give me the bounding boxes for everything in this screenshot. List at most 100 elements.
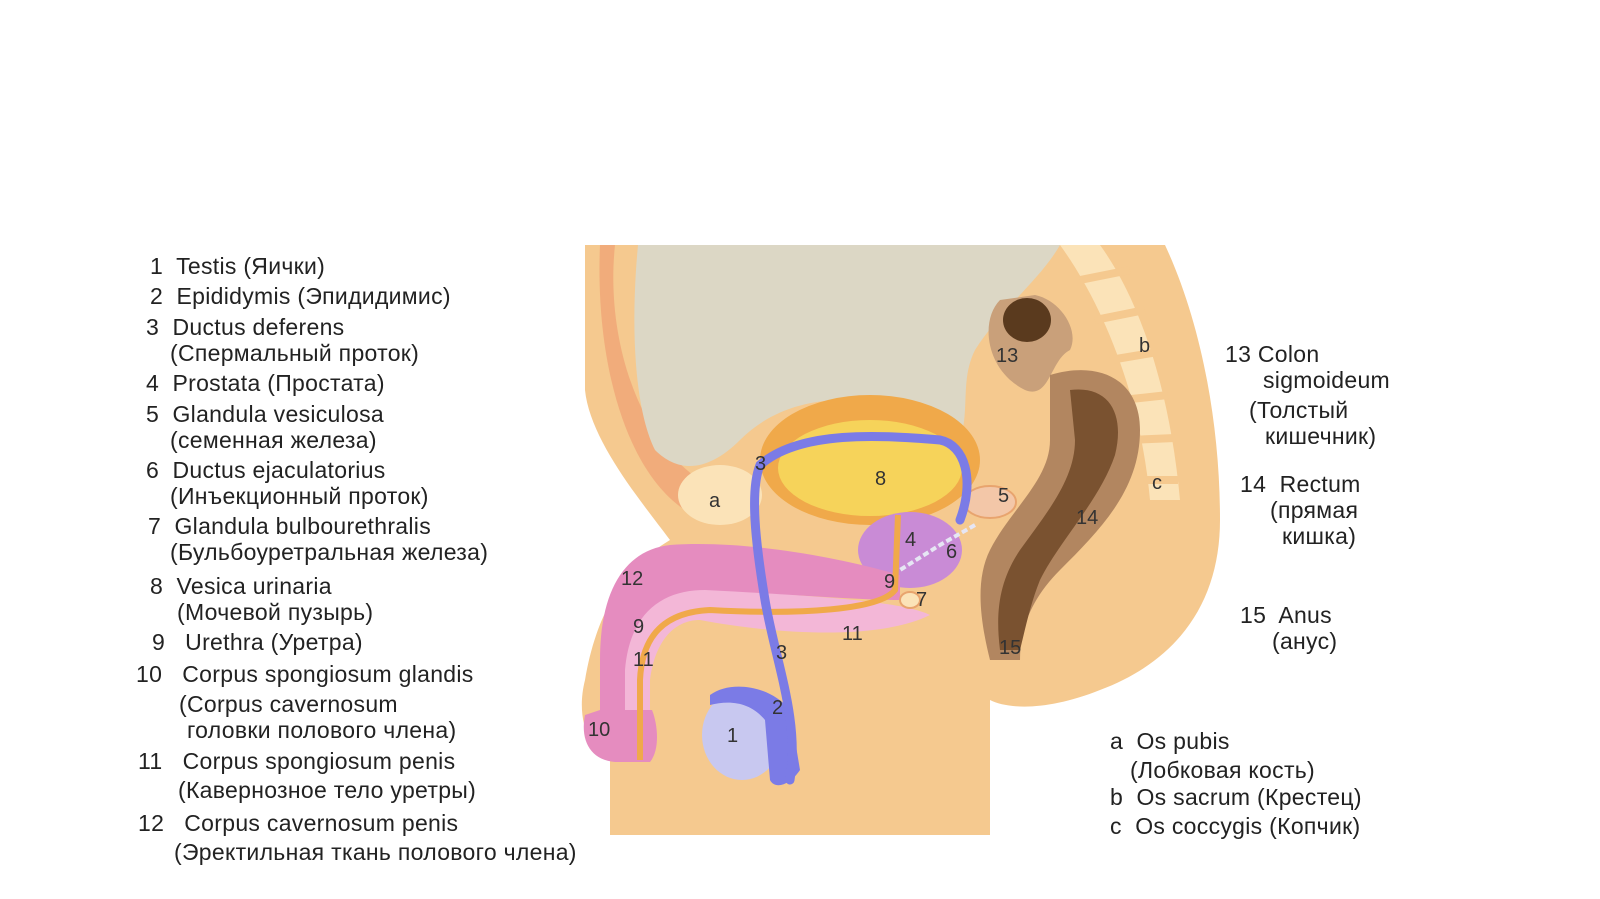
legend-num: 13 <box>1225 341 1252 367</box>
legend-item-12: 12 Corpus cavernosum penis (Эректильная … <box>138 810 577 865</box>
legend-text: Prostata (Простата) <box>172 370 385 396</box>
legend-num: 12 <box>138 810 165 836</box>
legend-item-8: 8 Vesica urinaria (Мочевой пузырь) <box>150 573 373 625</box>
legend-item-a: a Os pubis (Лобковая кость) <box>1110 728 1315 783</box>
label-b: b <box>1139 335 1150 357</box>
legend-subtext: (Толстый <box>1249 397 1349 423</box>
legend-text: Rectum <box>1279 471 1361 497</box>
legend-subtext: головки полового члена) <box>187 717 457 743</box>
legend-item-5: 5 Glandula vesiculosa (семенная железа) <box>146 401 384 453</box>
legend-item-6: 6 Ductus ejaculatorius (Инъекционный про… <box>146 457 429 509</box>
legend-item-11: 11 Corpus spongiosum penis (Кавернозное … <box>138 748 476 803</box>
label-14: 14 <box>1076 507 1098 529</box>
anatomy-diagram: 1 2 3 3 4 5 6 7 8 9 9 10 11 11 12 13 14 … <box>581 245 1220 835</box>
label-2: 2 <box>772 697 783 719</box>
corpus-spongiosum-penis <box>625 590 930 730</box>
legend-item-2: 2 Epididymis (Эпидидимис) <box>150 283 451 309</box>
urethra <box>637 514 901 760</box>
label-9a: 9 <box>884 571 895 593</box>
legend-letter: b <box>1110 784 1124 810</box>
label-10: 10 <box>588 719 610 741</box>
legend-text: Corpus spongiosum penis <box>182 748 456 774</box>
legend-text: Colon <box>1257 341 1320 367</box>
label-13: 13 <box>996 345 1018 367</box>
legend-text: Os coccygis (Копчик) <box>1135 813 1361 839</box>
label-5: 5 <box>998 485 1009 507</box>
label-1: 1 <box>727 725 738 747</box>
legend-num: 11 <box>138 748 163 774</box>
label-11b: 11 <box>633 649 654 671</box>
legend-subtext: (Лобковая кость) <box>1130 757 1316 783</box>
label-6: 6 <box>946 541 957 563</box>
label-15: 15 <box>999 637 1021 659</box>
colon-sigmoideum <box>988 295 1073 392</box>
legend-subtext: (Инъекционный проток) <box>170 483 429 509</box>
legend-text: Ductus ejaculatorius <box>172 457 386 483</box>
legend-letter: c <box>1110 813 1122 839</box>
legend-subtext: (анус) <box>1272 628 1338 654</box>
epididymis <box>710 686 800 786</box>
legend-item-1: 1 Testis (Яички) <box>150 253 325 279</box>
legend-item-14: 14 Rectum (прямая кишка) <box>1240 471 1361 549</box>
legend-text: Vesica urinaria <box>176 573 332 599</box>
legend-num: 3 <box>146 314 160 340</box>
legend-text: Anus <box>1278 602 1332 628</box>
bulbourethral-gland <box>899 591 921 609</box>
legend-text: Ductus deferens <box>172 314 345 340</box>
legend-subtext: (Corpus cavernosum <box>179 691 398 717</box>
legend-item-c: c Os coccygis (Копчик) <box>1110 813 1360 839</box>
spine <box>1060 245 1180 500</box>
label-3b: 3 <box>776 642 787 664</box>
legend-item-7: 7 Glandula bulbourethralis (Бульбоуретра… <box>148 513 488 565</box>
legend-text: Testis (Яички) <box>176 253 326 279</box>
rectum <box>980 370 1140 660</box>
legend-subtext: sigmoideum <box>1263 367 1390 393</box>
legend-num: 6 <box>146 457 160 483</box>
os-pubis <box>678 465 762 525</box>
label-12: 12 <box>621 568 643 590</box>
legend-num: 9 <box>152 629 166 655</box>
ductus-ejaculatorius <box>898 523 976 572</box>
legend-subtext: кишка) <box>1282 523 1357 549</box>
legend-num: 15 <box>1240 602 1267 628</box>
abdominal-cavity <box>634 245 1060 467</box>
legend-text: Epididymis (Эпидидимис) <box>176 283 451 309</box>
bladder <box>760 395 980 525</box>
legend-item-9: 9 Urethra (Уретра) <box>152 629 363 655</box>
corpus-cavernosum-penis <box>600 544 900 715</box>
legend-num: 7 <box>148 513 162 539</box>
prostate <box>858 512 962 588</box>
legend-num: 10 <box>136 661 163 687</box>
label-7: 7 <box>916 589 927 611</box>
legend-item-10: 10 Corpus spongiosum glandis (Corpus cav… <box>136 661 474 743</box>
legend-num: 4 <box>146 370 160 396</box>
legend-num: 2 <box>150 283 164 309</box>
legend-num: 8 <box>150 573 164 599</box>
legend-text: Glandula bulbourethralis <box>174 513 432 539</box>
legend-num: 1 <box>150 253 164 279</box>
label-c: c <box>1152 472 1162 494</box>
legend-subtext: (Эректильная ткань полового члена) <box>174 839 577 865</box>
legend-text: Os sacrum (Крестец) <box>1136 784 1362 810</box>
legend-item-15: 15 Anus (анус) <box>1240 602 1337 654</box>
legend-subtext: кишечник) <box>1265 423 1377 449</box>
label-a: a <box>709 490 721 512</box>
legend-text: Os pubis <box>1136 728 1230 754</box>
legend-num: 5 <box>146 401 160 427</box>
legend-subtext: (Бульбоуретральная железа) <box>170 539 489 565</box>
legend-item-4: 4 Prostata (Простата) <box>146 370 385 396</box>
legend-subtext: (семенная железа) <box>170 427 377 453</box>
label-8: 8 <box>875 468 886 490</box>
legend-item-b: b Os sacrum (Крестец) <box>1110 784 1362 810</box>
legend-item-13: 13 Colon sigmoideum (Толстый кишечник) <box>1225 341 1390 449</box>
label-11a: 11 <box>842 623 863 645</box>
legend-text: Corpus spongiosum glandis <box>182 661 474 687</box>
label-3a: 3 <box>755 453 766 475</box>
legend-text: Glandula vesiculosa <box>172 401 385 427</box>
legend-item-3: 3 Ductus deferens (Спермальный проток) <box>146 314 419 366</box>
legend-subtext: (Спермальный проток) <box>170 340 420 366</box>
ductus-deferens <box>750 431 972 785</box>
label-9b: 9 <box>633 616 644 638</box>
legend-num: 14 <box>1240 471 1267 497</box>
label-4: 4 <box>905 529 916 551</box>
